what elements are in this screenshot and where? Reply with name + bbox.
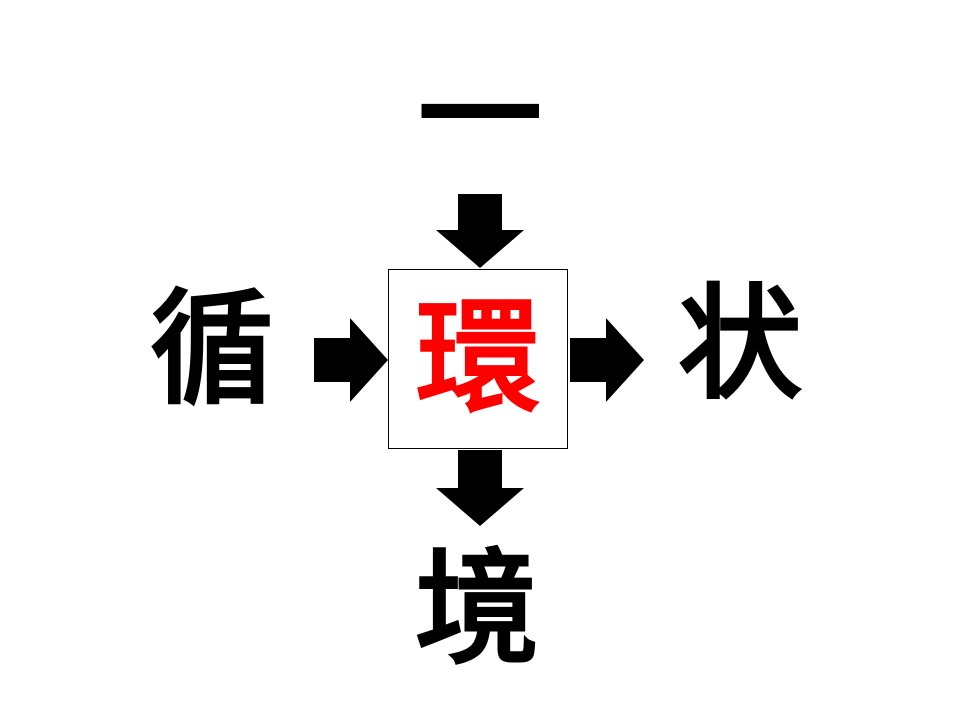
arrow-down-icon [436, 194, 524, 268]
answer-box: 環 [388, 269, 568, 449]
arrow-right-icon [570, 318, 644, 402]
answer-kanji: 環 [415, 287, 540, 431]
arrow-down-icon [436, 450, 524, 526]
clue-right-kanji: 状 [677, 273, 802, 417]
clue-top-kanji: 一 [417, 45, 542, 189]
clue-bottom-kanji: 境 [414, 538, 539, 682]
arrow-right-icon [314, 318, 388, 402]
clue-left-kanji: 循 [149, 278, 274, 422]
